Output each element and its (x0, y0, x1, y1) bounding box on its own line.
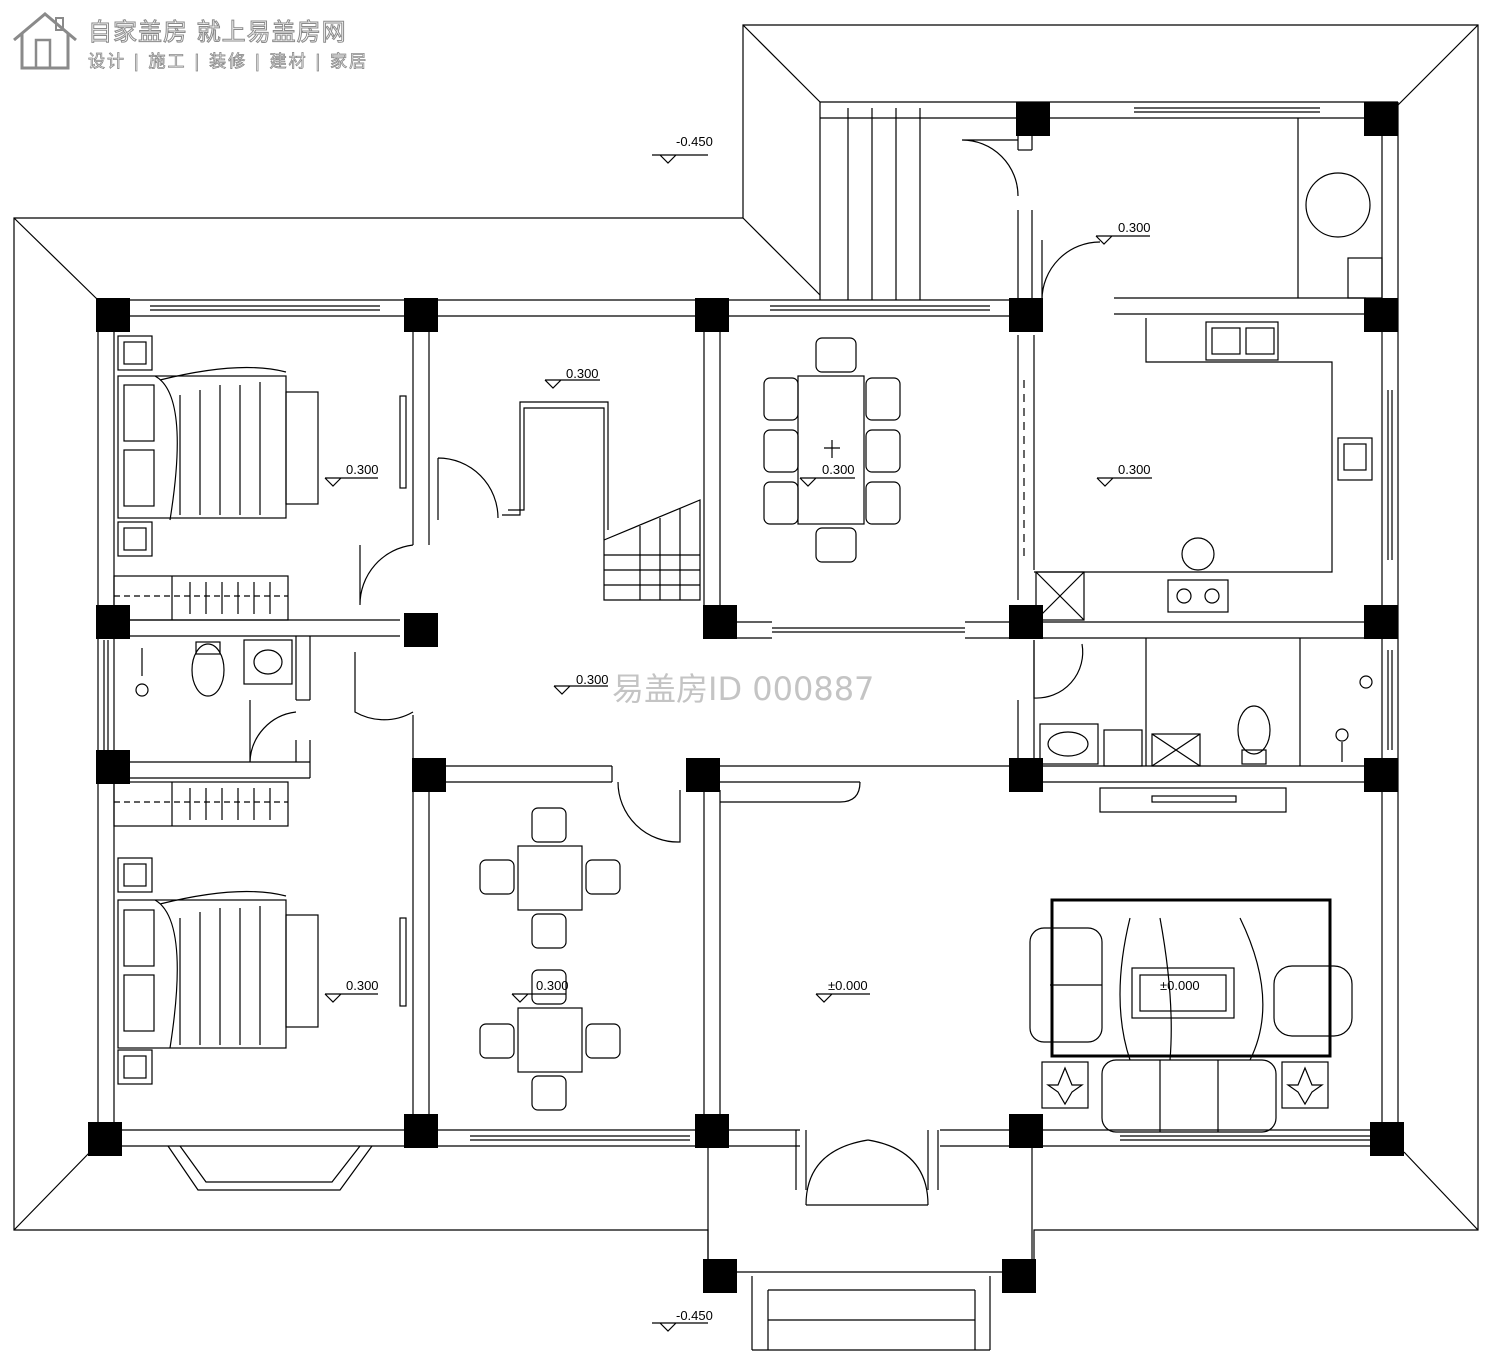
exterior-walls (97, 101, 1399, 1150)
back-room-tank (1305, 172, 1371, 238)
level-kitchen: 0.300 (1118, 462, 1151, 477)
level-back-room: 0.300 (1118, 220, 1151, 235)
level-bedroom-bottom: 0.300 (346, 978, 379, 993)
level-stair-hall: 0.300 (566, 366, 599, 381)
wardrobes (113, 575, 289, 827)
watermark-logo-icon (10, 10, 80, 72)
front-porch (707, 1130, 1033, 1351)
back-room-fixture (1347, 257, 1383, 299)
watermark-subtitle: 设计 | 施工 | 装修 | 建材 | 家居 (88, 52, 369, 73)
level-outdoor-top: -0.450 (676, 134, 713, 149)
bathroom-left-fixtures (135, 639, 293, 697)
level-tea-room: 0.300 (536, 978, 569, 993)
level-outdoor-bottom: -0.450 (676, 1308, 713, 1323)
back-steps (847, 108, 921, 300)
living-room-sofa-set (1029, 898, 1353, 1133)
tea-table-top (479, 807, 621, 949)
dining-table (763, 337, 901, 563)
level-markers (324, 154, 1152, 1332)
level-dining: 0.300 (822, 462, 855, 477)
watermark-id: 易盖房ID 000887 (612, 670, 875, 708)
level-living-room: ±0.000 (828, 978, 868, 993)
bathroom-right-fixtures (1039, 675, 1373, 767)
bed-bottom (117, 857, 407, 1085)
bed-top (117, 335, 407, 557)
roof-outline (13, 24, 1479, 1273)
doors (249, 139, 1101, 843)
structural-columns (88, 102, 1404, 1293)
interior-walls (114, 118, 1366, 1130)
level-corridor: 0.300 (576, 672, 609, 687)
tea-table-bottom (479, 969, 621, 1111)
kitchen-counter (1023, 318, 1373, 621)
tv-console (1099, 787, 1287, 813)
staircase (502, 401, 701, 601)
level-coffee-table: ±0.000 (1160, 978, 1200, 993)
level-bedroom-top: 0.300 (346, 462, 379, 477)
watermark-title: 自家盖房 就上易盖房网 (88, 18, 347, 47)
bay-window (167, 1145, 373, 1191)
